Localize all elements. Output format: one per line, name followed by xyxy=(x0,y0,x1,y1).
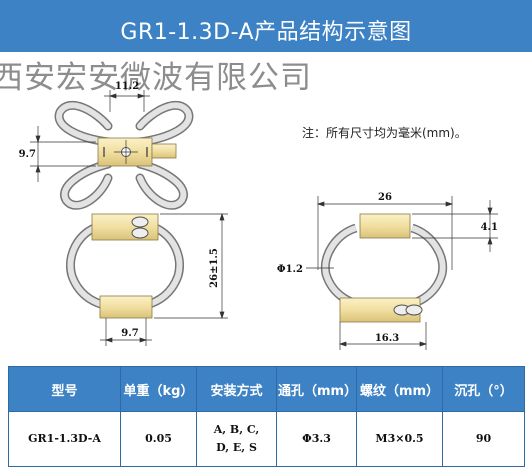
top-dimensions xyxy=(30,90,150,182)
cell-model: GR1-1.3D-A xyxy=(8,411,121,467)
page-title: GR1-1.3D-A产品结构示意图 xyxy=(120,20,412,45)
right-right-cable xyxy=(395,223,448,311)
right-dimensions xyxy=(306,196,498,350)
header-countersink: 沉孔（°） xyxy=(442,366,525,412)
cell-countersink: 90 xyxy=(442,411,525,467)
cell-mount: A, B, C, D, E, S xyxy=(196,411,277,467)
middle-width-label: 9.7 xyxy=(121,328,138,339)
spec-table: 型号 单重（kg） 安装方式 通孔（mm） 螺纹（mm） 沉孔（°） GR1-1… xyxy=(8,366,525,467)
cell-thread: M3×0.5 xyxy=(356,411,443,467)
right-top-block xyxy=(359,213,411,239)
cell-mount-line2: D, E, S xyxy=(216,441,257,454)
header-mount: 安装方式 xyxy=(196,366,277,412)
right-left-cable xyxy=(320,223,373,311)
company-watermark: 西安宏安微波有限公司 xyxy=(0,60,312,96)
right-hole-label: Φ1.2 xyxy=(277,264,303,275)
top-width-label: 11.2 xyxy=(115,81,139,92)
top-mount-tab xyxy=(151,143,177,159)
unit-note: 注：所有尺寸均为毫米(mm)。 xyxy=(302,126,467,140)
cell-mount-line1: A, B, C, xyxy=(213,423,260,436)
spec-header-row: 型号 单重（kg） 安装方式 通孔（mm） 螺纹（mm） 沉孔（°） xyxy=(8,366,525,412)
structure-drawing: 11.2 9.7 26±1.5 9.7 xyxy=(19,81,498,350)
spec-data-row: GR1-1.3D-A 0.05 A, B, C, D, E, S Φ3.3 M3… xyxy=(8,411,525,467)
cell-weight: 0.05 xyxy=(120,411,197,467)
right-view xyxy=(320,213,448,323)
cell-through-hole: Φ3.3 xyxy=(276,411,357,467)
title-banner: GR1-1.3D-A产品结构示意图 xyxy=(0,0,532,52)
header-model: 型号 xyxy=(8,366,121,412)
middle-view xyxy=(66,213,184,319)
right-tab-label: 4.1 xyxy=(481,222,498,233)
right-bottom-label: 16.3 xyxy=(375,333,399,344)
header-through-hole: 通孔（mm） xyxy=(276,366,357,412)
middle-dimensions xyxy=(100,212,228,346)
middle-bottom-block xyxy=(99,295,153,319)
header-weight: 单重（kg） xyxy=(120,366,197,412)
top-height-label: 9.7 xyxy=(19,149,36,160)
middle-top-block xyxy=(91,213,159,241)
top-view xyxy=(54,100,194,210)
middle-height-label: 26±1.5 xyxy=(209,248,220,288)
header-thread: 螺纹（mm） xyxy=(356,366,443,412)
right-width-label: 26 xyxy=(378,192,392,203)
